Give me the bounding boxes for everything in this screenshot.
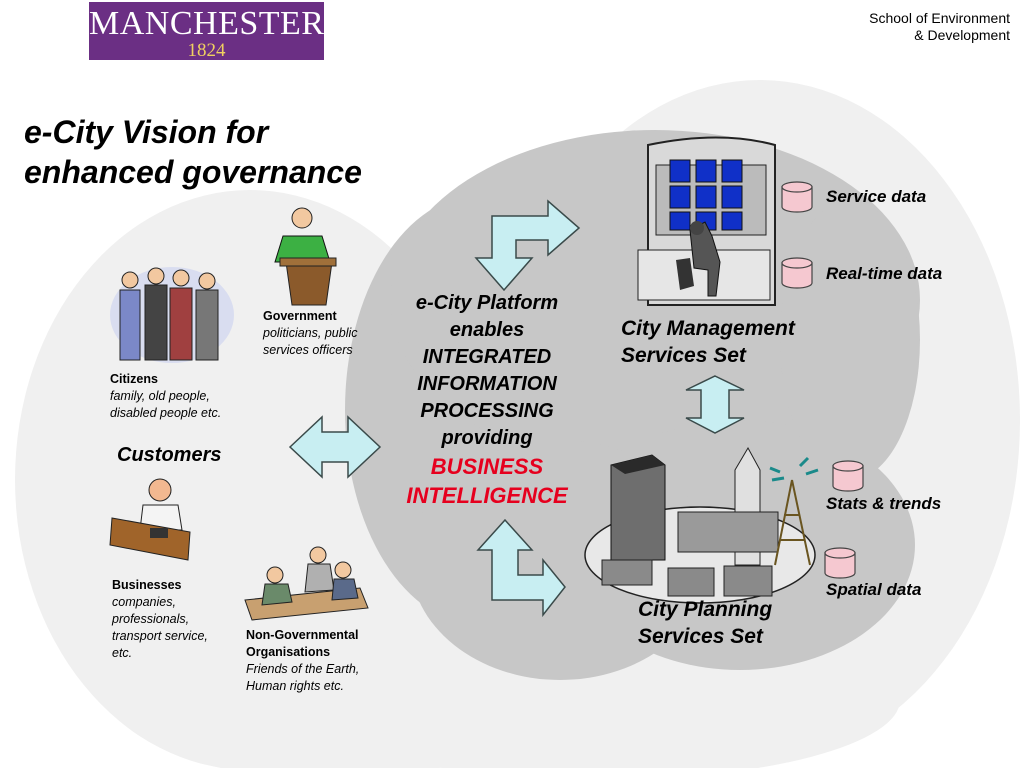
arrow-top-bent [474,199,581,292]
cylinder-spatial-data [824,547,856,579]
government-name: Government [263,309,337,323]
title-line-2: enhanced governance [24,154,362,190]
ngo-name-2: Organisations [246,645,331,659]
stats-trends-label: Stats & trends [826,494,942,513]
realtime-data-label: Real-time data [826,264,943,283]
cylinder-realtime-data [781,257,813,289]
businesses-desc-4: etc. [112,646,133,660]
ngo-name-1: Non-Governmental [246,628,359,642]
platform-line-5: PROCESSING [420,400,554,422]
slide-title: e-City Vision for enhanced governance [24,112,484,192]
citizens-desc-1: family, old people, [110,389,210,403]
citizens-name: Citizens [110,372,158,386]
businesses-desc-2: professionals, [112,612,190,626]
platform-line-7: BUSINESS [430,454,544,479]
arrow-bottom-bent [476,518,566,618]
citizens-caption: Citizens family, old people, disabled pe… [110,371,221,422]
cylinder-stats-trends [832,460,864,492]
businesses-caption: Businesses companies, professionals, tra… [112,577,208,662]
management-line-1: City Management [621,317,795,340]
spatial-data-label: Spatial data [826,580,922,599]
government-speaker-illustration [274,207,337,306]
platform-line-1: e-City Platform [415,292,559,314]
businesses-desc-1: companies, [112,595,176,609]
government-desc-1: politicians, public [263,326,358,340]
ngo-desc-1: Friends of the Earth, [246,662,360,676]
businesses-desc-3: transport service, [112,629,208,643]
platform-line-8: INTELLIGENCE [406,483,568,508]
businesses-name: Businesses [112,578,182,592]
platform-description: e-City Platform enables INTEGRATED INFOR… [372,290,602,510]
ngo-caption: Non-Governmental Organisations Friends o… [246,627,359,695]
platform-line-4: INFORMATION [417,373,557,395]
city-buildings-illustration [584,446,819,604]
school-name: School of Environment & Development [869,10,1010,44]
businessman-phone-illustration [109,478,191,561]
title-line-1: e-City Vision for [24,114,269,150]
school-line-1: School of Environment [869,10,1010,26]
citizens-desc-2: disabled people etc. [110,406,222,420]
platform-line-2: enables [449,319,525,341]
logo-name: MANCHESTER [89,5,325,42]
platform-line-6: providing [441,427,533,449]
ngo-meeting-illustration [244,546,369,621]
university-logo: MANCHESTER 1824 [89,2,324,60]
control-room-illustration [637,136,776,306]
planning-line-2: Services Set [638,625,763,648]
citizens-group-illustration [110,267,234,363]
platform-line-3: INTEGRATED [422,346,552,368]
arrow-vertical-double [685,375,745,434]
government-caption: Government politicians, public services … [263,308,358,359]
ngo-desc-2: Human rights etc. [246,679,344,693]
customers-label: Customers [117,444,222,466]
cylinder-service-data [781,181,813,213]
planning-line-1: City Planning [638,598,773,621]
management-line-2: Services Set [621,344,746,367]
city-planning-label: City Planning Services Set [638,596,772,650]
government-desc-2: services officers [263,343,353,357]
school-line-2: & Development [914,27,1010,43]
arrow-left-double [288,415,382,479]
city-management-label: City Management Services Set [621,315,795,369]
logo-year: 1824 [187,40,226,61]
service-data-label: Service data [826,187,927,206]
